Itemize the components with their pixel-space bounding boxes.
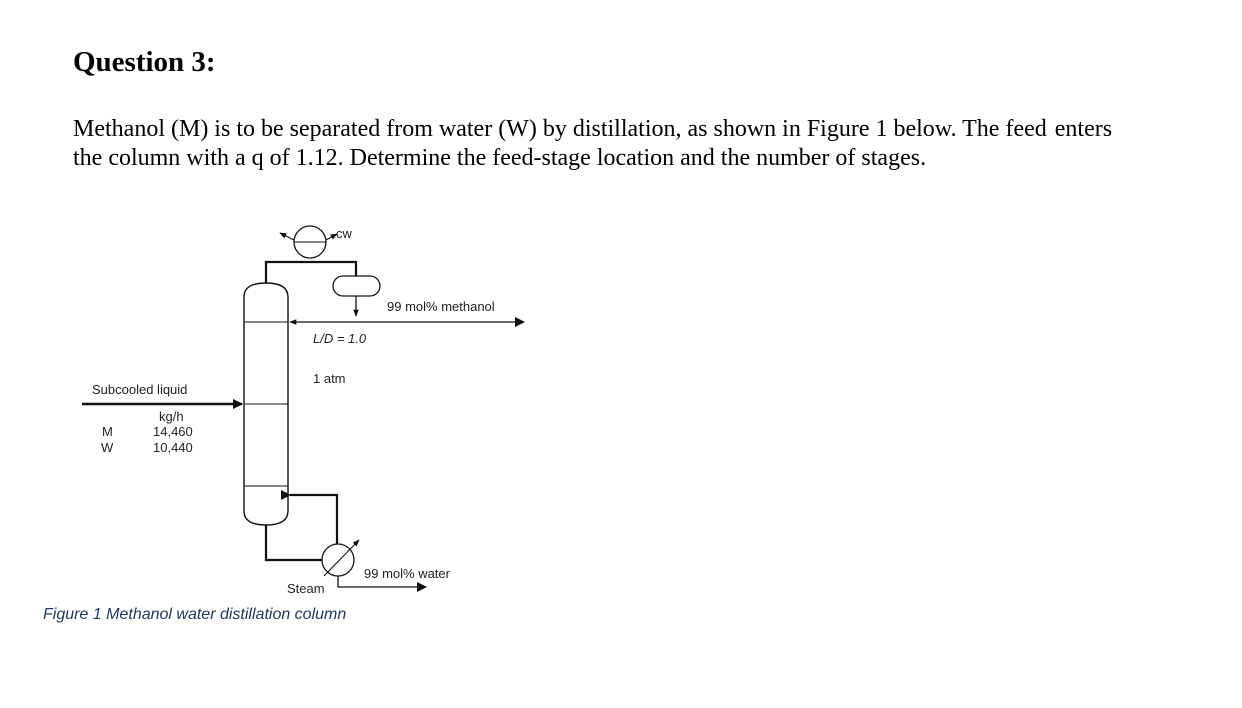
question-text-line-1: Methanol (M) is to be separated from wat…: [73, 114, 1112, 144]
cooling-water-label: cw: [336, 226, 353, 241]
feed-condition-label: Subcooled liquid: [92, 382, 187, 397]
reboiler-loop: [264, 490, 427, 592]
reflux-drum: [332, 275, 381, 317]
cooling-water-out-arrow: [325, 233, 338, 241]
feed-component-w-flow: 10,440: [153, 440, 193, 455]
distillate-label: 99 mol% methanol: [387, 299, 495, 314]
question-text-line-2: the column with a q of 1.12. Determine t…: [73, 145, 927, 171]
pressure-label: 1 atm: [313, 371, 346, 386]
steam-arrow: [323, 539, 360, 577]
feed-component-w-name: W: [101, 440, 114, 455]
figure-caption: Figure 1 Methanol water distillation col…: [43, 606, 346, 623]
bottoms-label: 99 mol% water: [364, 566, 451, 581]
reboiler-icon: [321, 543, 355, 577]
feed-component-m-name: M: [102, 424, 113, 439]
bottoms-arrow: [337, 576, 427, 592]
condenser-loop: [264, 225, 358, 283]
steam-label: Steam: [287, 581, 325, 596]
cooling-water-in-arrow: [279, 232, 295, 241]
flow-unit-label: kg/h: [159, 409, 184, 424]
question-title: Question 3:: [73, 46, 216, 78]
feed-component-m-flow: 14,460: [153, 424, 193, 439]
question-text-line-1-main: Methanol (M) is to be separated from wat…: [73, 116, 1047, 142]
reflux-ratio-label: L/D = 1.0: [313, 331, 367, 346]
question-text-line-1-end: enters: [1054, 116, 1113, 142]
column-shell: [243, 282, 289, 526]
